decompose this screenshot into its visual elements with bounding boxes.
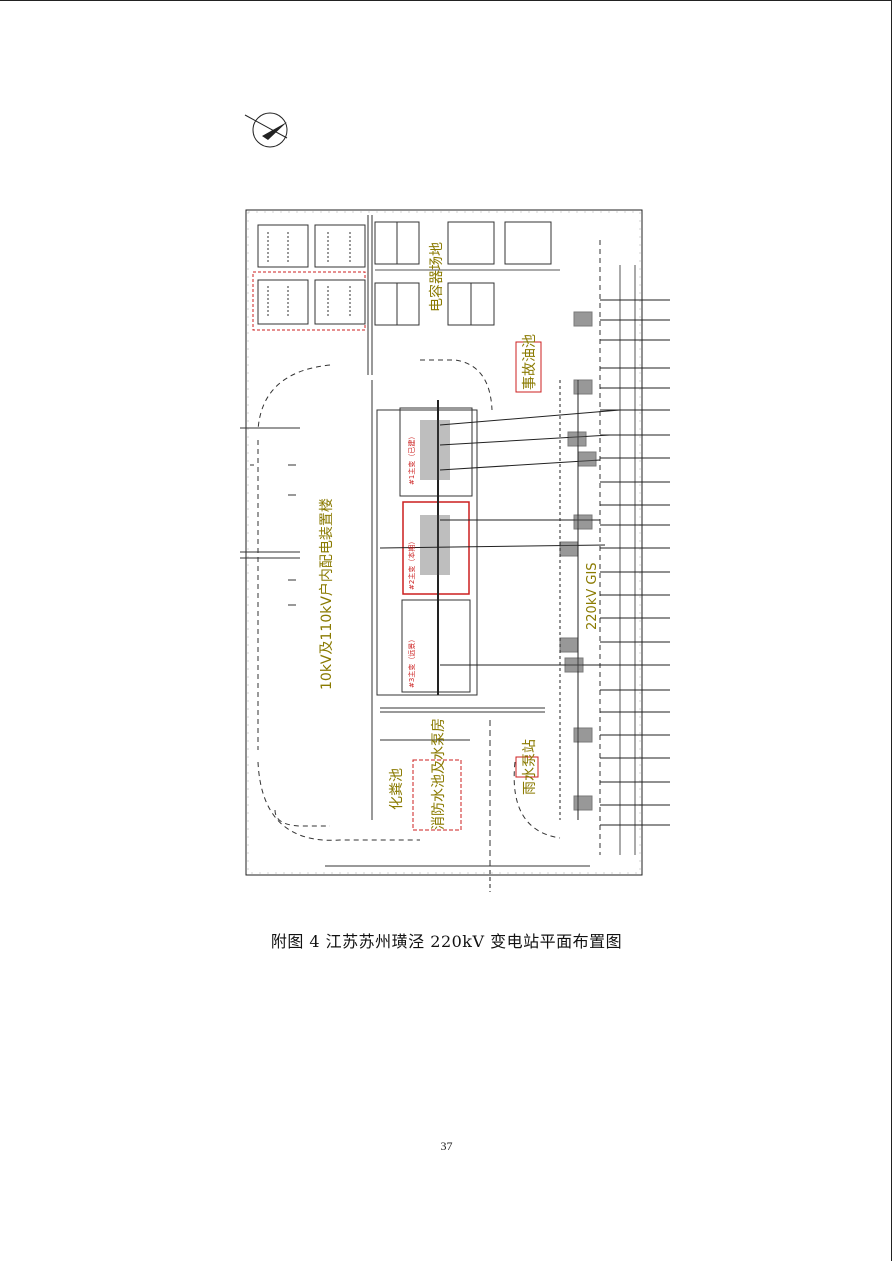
accident-oil-pool-box [515,341,542,393]
capacitor-banks [252,215,373,375]
distribution-building-outline [240,380,373,820]
fire-pool-label: 消防水池及水泵房 [431,718,447,830]
bay-equipment [559,299,670,826]
rain-pump-box [515,756,539,778]
transformer-2-label: #2主变（本期） [407,538,416,590]
gis-feeders [379,265,636,855]
accident-oil-pool-label: 事故油池 [522,334,538,390]
transformer-3-label: #3主变（远景） [407,636,416,688]
capacitor-site-label: 电容器场地 [428,242,445,312]
building-label: 10kV及110kV户内配电装置楼 [318,498,335,690]
gis-label: 220kV GIS [585,562,600,630]
transformer-1-label: #1主变（已建） [407,433,416,485]
fire-pool-box [412,759,462,831]
page-number: 37 [440,1139,453,1153]
substation-floor-plan: 10kV及110kV户内配电装置楼 电容器场地 事故油池 220kV GIS 雨… [240,112,670,892]
site-boundary [245,209,643,876]
septic-tank-label: 化粪池 [389,768,405,810]
north-arrow-icon [244,112,288,148]
figure-caption: 附图 4 江苏苏州璜泾 220kV 变电站平面布置图 [270,932,623,951]
rain-pump-label: 雨水泵站 [522,739,538,795]
capacitor-site-boxes [374,221,560,326]
